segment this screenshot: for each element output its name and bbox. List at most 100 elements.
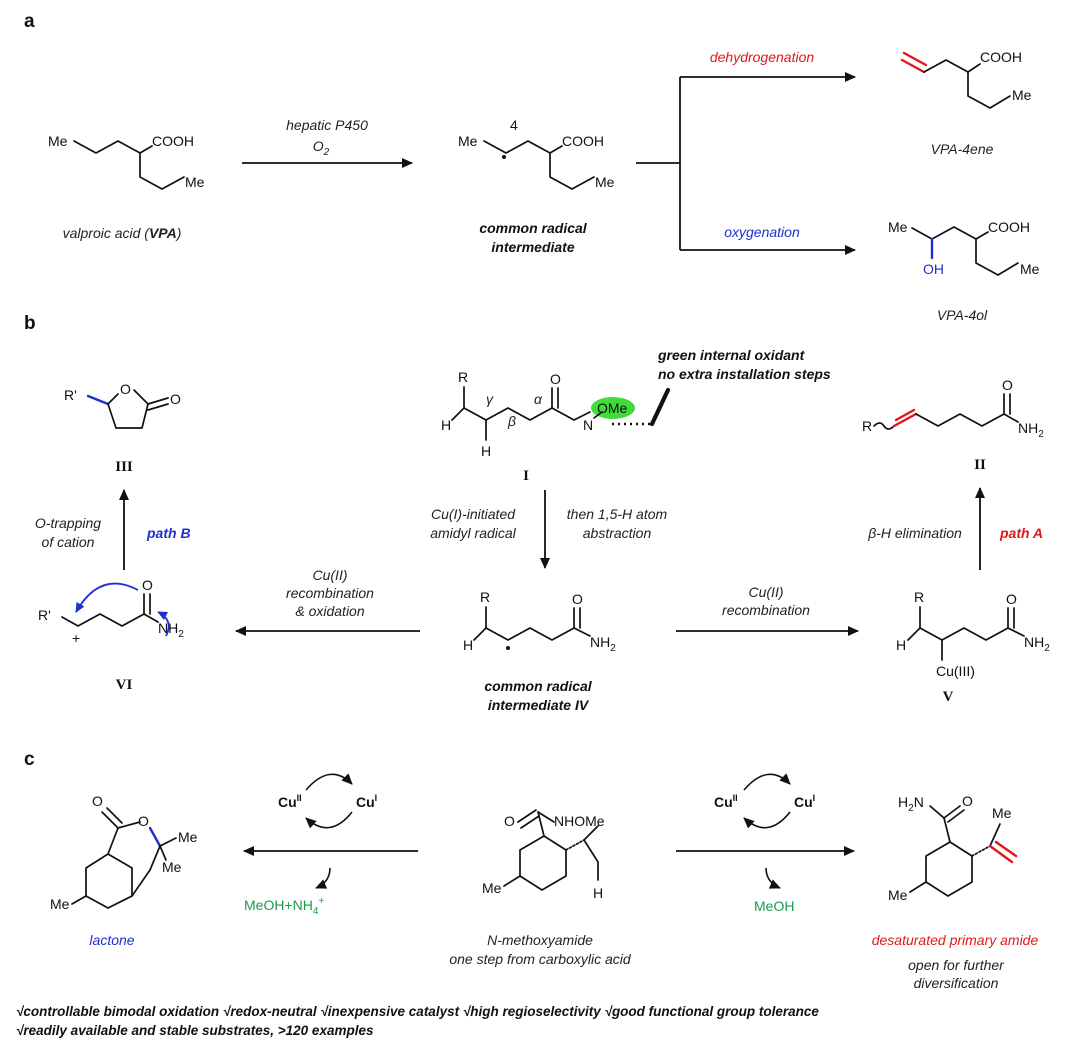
cu-h-label: H xyxy=(896,637,906,653)
left-cu1-label: CuI xyxy=(356,793,377,810)
alkene-ii-structure: R O NH2 xyxy=(862,377,1044,440)
desaturated-amide-structure: H2N O Me Me xyxy=(888,793,1018,903)
cat-nh2-label: NH2 xyxy=(158,620,184,640)
cat-o-label: O xyxy=(142,577,153,593)
features-line-2: √readily available and stable substrates… xyxy=(16,1023,374,1038)
right-catalytic-cycle: CuII CuI xyxy=(714,773,815,889)
radical-caption-2: intermediate xyxy=(491,239,574,255)
lac-r-label: R' xyxy=(64,387,77,403)
right-cu2-label: CuII xyxy=(714,793,738,810)
ol-me-label: Me xyxy=(888,219,908,235)
subi-n-label: N xyxy=(583,417,593,433)
features-footer: √controllable bimodal oxidation √redox-n… xyxy=(16,1002,1066,1040)
recombination-label-1: Cu(II) xyxy=(749,584,784,600)
beta-h-elimination-label: β-H elimination xyxy=(867,525,962,541)
radical-position-label: 4 xyxy=(510,117,518,133)
cu-nh2-label: NH2 xyxy=(1024,634,1050,654)
features-line-1: √controllable bimodal oxidation √redox-n… xyxy=(16,1004,819,1019)
rad-r-label: R xyxy=(480,589,490,605)
copper-v-label: V xyxy=(943,689,954,705)
ol-cooh-label: COOH xyxy=(988,219,1030,235)
diversification-note-2: diversification xyxy=(914,975,999,991)
lactone-iii-label: III xyxy=(115,459,133,475)
c-lac-me2-label: Me xyxy=(162,859,182,875)
vpa-4ene-structure: COOH Me xyxy=(900,49,1032,109)
oxidant-highlight xyxy=(591,397,635,419)
substrate-i-label: I xyxy=(523,468,529,484)
radical-iv-caption-2: intermediate IV xyxy=(488,697,590,713)
ene-o-label: O xyxy=(1002,377,1013,393)
oxidation-label-2: recombination xyxy=(286,585,374,601)
cu-o-label: O xyxy=(1006,591,1017,607)
vpa-structure: Me COOH Me xyxy=(48,133,205,190)
cation-vi-label: VI xyxy=(116,677,133,693)
c-lac-me1-label: Me xyxy=(178,829,198,845)
c-sub-me-label: Me xyxy=(482,880,502,896)
radical-iv-structure: R H O NH2 xyxy=(463,589,616,654)
panel-b-label: b xyxy=(24,313,36,334)
oxygenation-label: oxygenation xyxy=(724,224,800,240)
radical-structure: Me 4 COOH Me xyxy=(458,117,615,190)
ene-cooh-label: COOH xyxy=(980,49,1022,65)
c-amide-me2-label: Me xyxy=(888,887,908,903)
cu-cu-label: Cu(III) xyxy=(936,663,975,679)
subi-h2-label: H xyxy=(481,443,491,459)
ol-me2-label: Me xyxy=(1020,261,1040,277)
desaturated-amide-caption: desaturated primary amide xyxy=(872,932,1039,948)
arrow-o2-label: O2 xyxy=(313,138,330,158)
initiation-label-1: Cu(I)-initiated xyxy=(431,506,516,522)
c-lac-o2-label: O xyxy=(138,813,149,829)
left-catalytic-cycle: CuII CuI xyxy=(278,773,377,889)
recombination-label-2: recombination xyxy=(722,602,810,618)
vpa-me-label: Me xyxy=(48,133,68,149)
panel-a: a Me COOH Me valproic acid (VPA) hepatic… xyxy=(24,11,1040,323)
alkene-ii-label: II xyxy=(974,457,986,473)
c-amide-o-label: O xyxy=(962,793,973,809)
ene-nh2-label: NH2 xyxy=(1018,420,1044,440)
ol-caption: VPA-4ol xyxy=(937,307,988,323)
oxidation-label-1: Cu(II) xyxy=(313,567,348,583)
subi-gamma-label: γ xyxy=(486,391,494,407)
panel-c: c O O Me Me Me lactone CuII CuI xyxy=(24,749,1038,991)
substrate-i-structure: R H H γ β α O N OMe xyxy=(441,369,671,459)
diversification-note-1: open for further xyxy=(908,957,1005,973)
o-trapping-label-1: O-trapping xyxy=(35,515,101,531)
methoxyamide-caption-1: N-methoxyamide xyxy=(487,932,593,948)
subi-beta-label: β xyxy=(507,413,516,429)
c-amide-h2n-label: H2N xyxy=(898,794,924,814)
dehydrogenation-label: dehydrogenation xyxy=(710,49,815,65)
radical-me2-label: Me xyxy=(595,174,615,190)
lactone-iii-structure: R' O O xyxy=(64,381,181,429)
cation-vi-structure: R' + O NH2 xyxy=(38,577,184,646)
lac-o-label: O xyxy=(120,381,131,397)
panel-c-label: c xyxy=(24,749,35,770)
panel-b: b green internal oxidant no extra instal… xyxy=(24,313,1050,713)
cat-plus-label: + xyxy=(72,630,80,646)
cu-r-label: R xyxy=(914,589,924,605)
radical-iv-caption-1: common radical xyxy=(484,678,592,694)
c-lac-o1-label: O xyxy=(92,793,103,809)
ene-r-label: R xyxy=(862,418,872,434)
hat-label-2: abstraction xyxy=(583,525,652,541)
ene-me-label: Me xyxy=(1012,87,1032,103)
lac-co-label: O xyxy=(170,391,181,407)
path-a-label: path A xyxy=(999,525,1043,541)
methoxyamide-caption-2: one step from carboxylic acid xyxy=(449,951,632,967)
c-amide-me1-label: Me xyxy=(992,805,1012,821)
panel-a-label: a xyxy=(24,11,35,32)
copper-v-structure: R H Cu(III) O NH2 xyxy=(896,589,1050,679)
initiation-label-2: amidyl radical xyxy=(430,525,516,541)
radical-caption-1: common radical xyxy=(479,220,587,236)
c-sub-h-label: H xyxy=(593,885,603,901)
vpa-4ol-structure: Me OH COOH Me xyxy=(888,219,1040,277)
c-sub-nhome-label: NHOMe xyxy=(554,813,605,829)
vpa-cooh-label: COOH xyxy=(152,133,194,149)
arrow-p450-label: hepatic P450 xyxy=(286,117,368,133)
o-trapping-label-2: of cation xyxy=(42,534,95,550)
subi-ome-label: OMe xyxy=(597,400,628,416)
rad-nh2-label: NH2 xyxy=(590,634,616,654)
right-cu1-label: CuI xyxy=(794,793,815,810)
vpa-me2-label: Me xyxy=(185,174,205,190)
lactone-product-structure: O O Me Me Me xyxy=(50,793,198,912)
